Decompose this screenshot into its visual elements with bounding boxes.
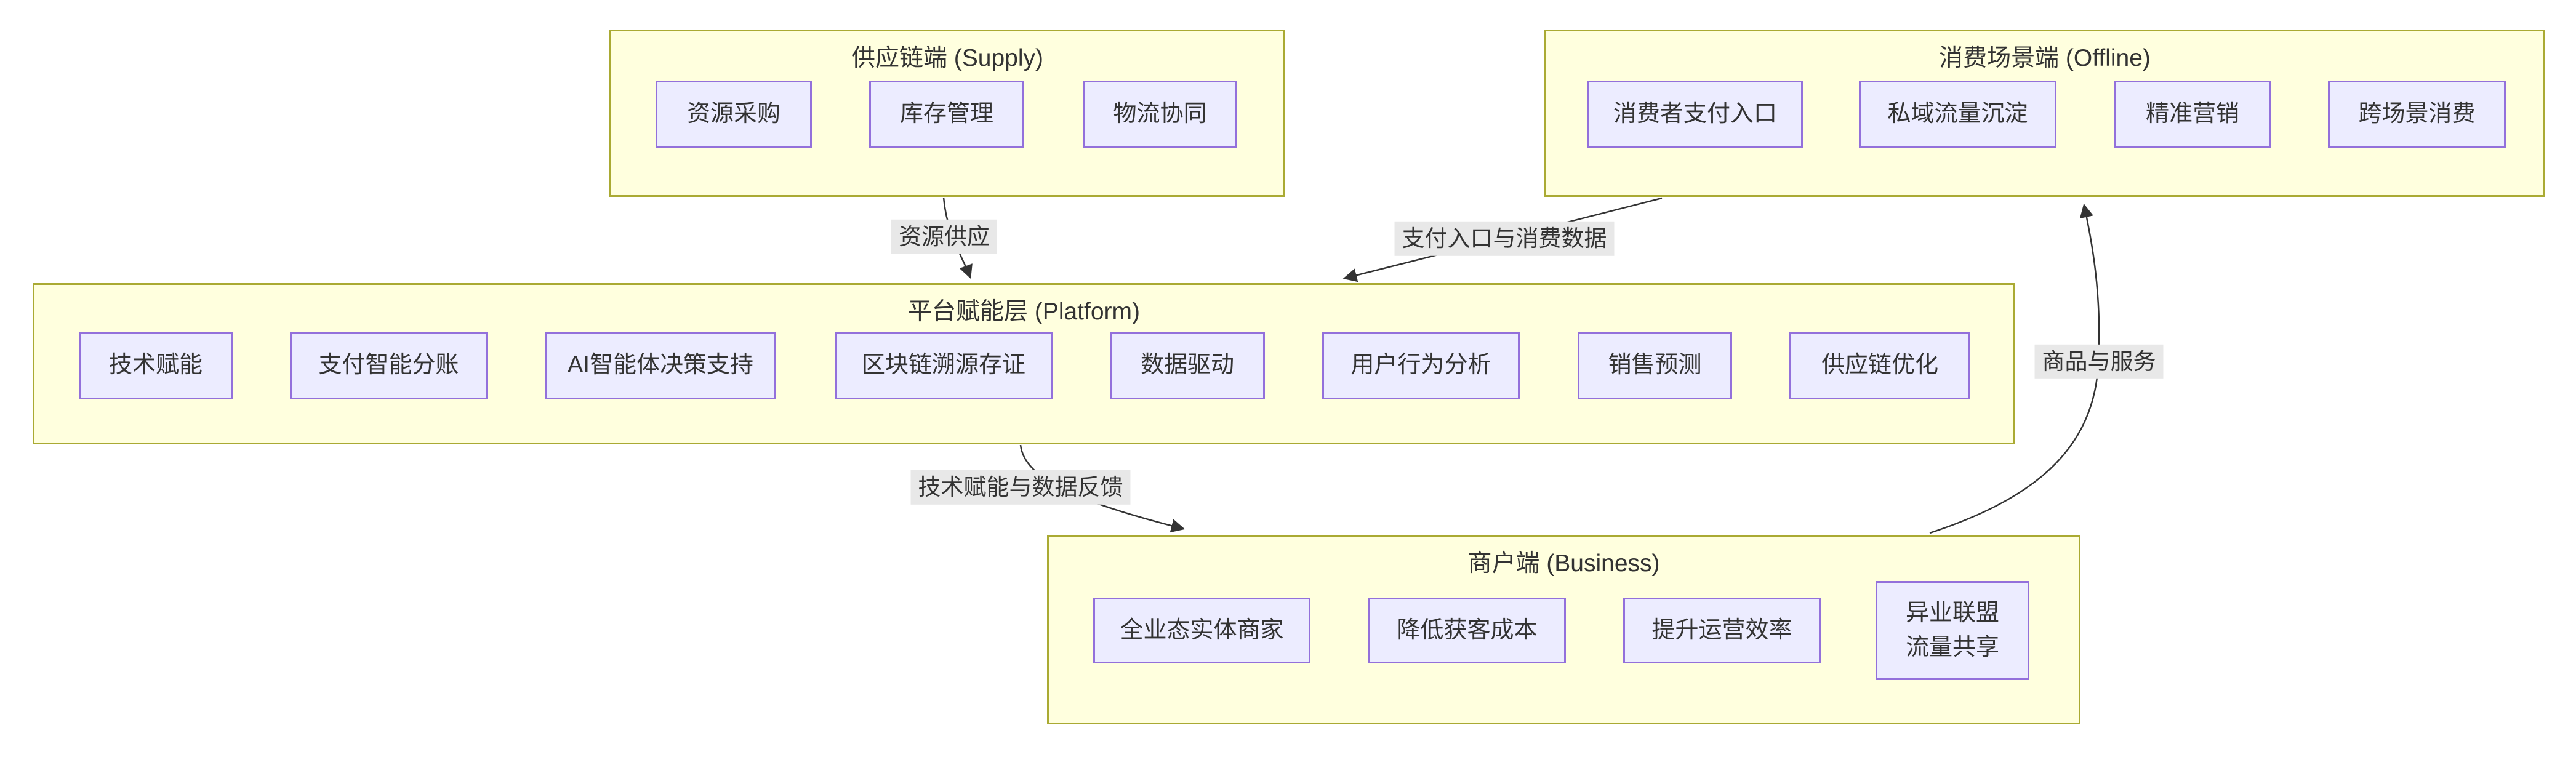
node-label: 资源采购 — [686, 101, 780, 127]
node-data-driven: 数据驱动 — [1110, 332, 1265, 399]
node-label: 数据驱动 — [1140, 352, 1234, 378]
node-cross-industry-alliance-traffic-sharing: 异业联盟 流量共享 — [1876, 581, 2029, 680]
node-logistics-coordination: 物流协同 — [1083, 81, 1237, 148]
node-private-traffic-retention: 私域流量沉淀 — [1859, 81, 2056, 148]
node-smart-payment-splitting: 支付智能分账 — [290, 332, 488, 399]
cluster-business-title: 商户端 (Business) — [1467, 550, 1660, 577]
edge-label-resource-supply: 资源供应 — [891, 219, 997, 255]
node-label: 技术赋能 — [108, 352, 203, 378]
node-precision-marketing: 精准营销 — [2114, 81, 2271, 148]
node-supply-chain-optimization: 供应链优化 — [1789, 332, 1970, 399]
cluster-platform-title: 平台赋能层 (Platform) — [907, 298, 1140, 325]
cluster-business: 商户端 (Business) 全业态实体商家 降低获客成本 提升运营效率 异业联… — [1047, 535, 2080, 724]
node-label: 物流协同 — [1113, 101, 1207, 127]
node-label: 区块链溯源存证 — [861, 352, 1025, 378]
node-label: 消费者支付入口 — [1613, 101, 1777, 127]
node-consumer-payment-entry: 消费者支付入口 — [1587, 81, 1803, 148]
node-label: 支付智能分账 — [318, 352, 459, 378]
edge-label-goods-and-services: 商品与服务 — [2034, 344, 2164, 380]
cluster-supply: 供应链端 (Supply) 资源采购 库存管理 物流协同 — [609, 30, 1285, 197]
node-resource-procurement: 资源采购 — [656, 81, 812, 148]
node-inventory-management: 库存管理 — [869, 81, 1024, 148]
node-label: 降低获客成本 — [1397, 617, 1538, 643]
cluster-platform: 平台赋能层 (Platform) 技术赋能 支付智能分账 AI智能体决策支持 区… — [33, 283, 2015, 444]
node-cross-scene-consumption: 跨场景消费 — [2328, 81, 2506, 148]
node-label: 跨场景消费 — [2358, 101, 2476, 127]
node-user-behavior-analysis: 用户行为分析 — [1322, 332, 1520, 399]
edge-business-to-offline — [1929, 203, 2100, 534]
node-label: 精准营销 — [2145, 101, 2239, 127]
node-label: 全业态实体商家 — [1120, 617, 1284, 643]
node-ai-agent-decision-support: AI智能体决策支持 — [545, 332, 776, 399]
node-sales-forecast: 销售预测 — [1578, 332, 1732, 399]
node-label: 提升运营效率 — [1651, 617, 1792, 643]
node-tech-empowerment: 技术赋能 — [79, 332, 233, 399]
cluster-supply-title: 供应链端 (Supply) — [851, 45, 1044, 71]
cluster-offline-title: 消费场景端 (Offline) — [1939, 45, 2151, 71]
node-label: 异业联盟 流量共享 — [1905, 600, 1999, 660]
node-label: 私域流量沉淀 — [1887, 101, 2028, 127]
edge-label-tech-empowerment-and-data-feedback: 技术赋能与数据反馈 — [910, 470, 1131, 505]
node-lower-acquisition-cost: 降低获客成本 — [1368, 598, 1566, 663]
node-all-format-merchants: 全业态实体商家 — [1093, 598, 1310, 663]
node-label: 供应链优化 — [1821, 352, 1938, 378]
cluster-offline: 消费场景端 (Offline) 消费者支付入口 私域流量沉淀 精准营销 跨场景消… — [1544, 30, 2545, 197]
edge-label-payment-entry-and-consumption-data: 支付入口与消费数据 — [1394, 221, 1615, 257]
node-improve-operation-efficiency: 提升运营效率 — [1623, 598, 1821, 663]
node-label: 用户行为分析 — [1350, 352, 1491, 378]
node-label: 销售预测 — [1608, 352, 1702, 378]
node-label: 库存管理 — [899, 101, 993, 127]
node-label: AI智能体决策支持 — [568, 352, 753, 378]
node-blockchain-traceability: 区块链溯源存证 — [835, 332, 1053, 399]
